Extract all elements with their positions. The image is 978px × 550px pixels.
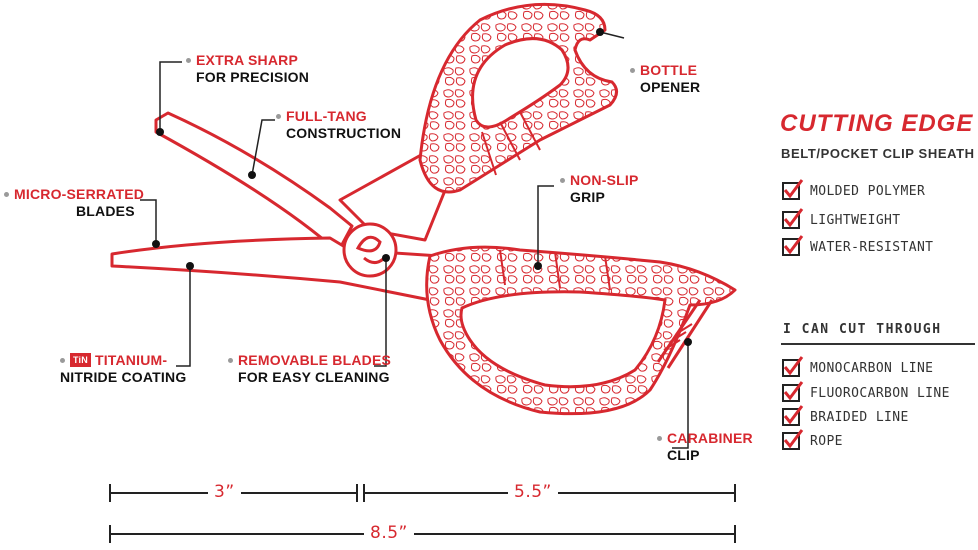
- callout-full-tang-title: FULL-TANG: [286, 108, 367, 124]
- sheath-title: CUTTING EDGE: [780, 110, 974, 137]
- callout-removable-text: FOR EASY CLEANING: [238, 369, 390, 385]
- upper-finger-hole: [471, 37, 570, 129]
- sheath-feature-label: WATER-RESISTANT: [810, 239, 934, 255]
- divider: [781, 343, 975, 345]
- bullet-dot: [630, 67, 635, 73]
- callout-bottle-text: OPENER: [640, 79, 701, 95]
- cut-through-title: I CAN CUT THROUGH: [783, 322, 942, 337]
- bullet-dot: [60, 357, 65, 363]
- checkbox-checked-icon: [782, 208, 804, 229]
- callout-extra-sharp: EXTRA SHARP FOR PRECISION: [186, 52, 309, 86]
- dimension-total-length: 8.5”: [364, 523, 414, 543]
- cut-item-label: FLUOROCARBON LINE: [810, 385, 950, 401]
- bullet-dot: [657, 435, 662, 441]
- callout-full-tang-text: CONSTRUCTION: [286, 125, 402, 141]
- checkbox-checked-icon: [782, 356, 804, 377]
- bullet-dot: [228, 357, 233, 363]
- sheath-subtitle: BELT/POCKET CLIP SHEATH: [781, 146, 975, 161]
- dimension-blade-length: 3”: [208, 482, 241, 502]
- callout-bottle-title: BOTTLE: [640, 62, 698, 78]
- sheath-feature: WATER-RESISTANT: [782, 235, 934, 256]
- dimension-handle-length: 5.5”: [508, 482, 558, 502]
- checkbox-checked-icon: [782, 405, 804, 426]
- callout-removable-blades: REMOVABLE BLADES FOR EASY CLEANING: [228, 352, 391, 386]
- cut-item: ROPE: [782, 429, 843, 450]
- callout-carabiner-title: CARABINER: [667, 430, 753, 446]
- checkbox-checked-icon: [782, 429, 804, 450]
- callout-non-slip: NON-SLIP GRIP: [560, 172, 639, 206]
- cut-item-label: MONOCARBON LINE: [810, 360, 934, 376]
- callout-micro-serrated-text: BLADES: [76, 203, 135, 219]
- cut-item: MONOCARBON LINE: [782, 356, 934, 377]
- cut-item-label: ROPE: [810, 433, 843, 449]
- sheath-feature: LIGHTWEIGHT: [782, 208, 901, 229]
- callout-micro-serrated: MICRO-SERRATED BLADES: [4, 186, 144, 220]
- checkbox-checked-icon: [782, 381, 804, 402]
- callout-titanium-title: TITANIUM-: [94, 352, 168, 368]
- bullet-dot: [560, 177, 565, 183]
- cut-item: FLUOROCARBON LINE: [782, 381, 950, 402]
- callout-removable-title: REMOVABLE BLADES: [238, 352, 392, 368]
- callout-micro-serrated-title: MICRO-SERRATED: [14, 186, 145, 202]
- cut-item: BRAIDED LINE: [782, 405, 909, 426]
- bullet-dot: [4, 191, 9, 197]
- lower-finger-hole: [459, 290, 667, 389]
- bullet-dot: [186, 57, 191, 63]
- callout-carabiner-text: CLIP: [667, 447, 700, 463]
- bullet-dot: [276, 113, 281, 119]
- callout-non-slip-text: GRIP: [570, 189, 606, 205]
- callout-titanium-text: NITRIDE COATING: [60, 369, 187, 385]
- sheath-feature-label: MOLDED POLYMER: [810, 183, 926, 199]
- callout-full-tang: FULL-TANG CONSTRUCTION: [276, 108, 401, 142]
- checkbox-checked-icon: [782, 235, 804, 256]
- callout-non-slip-title: NON-SLIP: [570, 172, 639, 188]
- cut-item-label: BRAIDED LINE: [810, 409, 909, 425]
- sheath-feature-label: LIGHTWEIGHT: [810, 212, 901, 228]
- callout-extra-sharp-title: EXTRA SHARP: [196, 52, 299, 68]
- callout-carabiner: CARABINER CLIP: [657, 430, 753, 464]
- callout-bottle-opener: BOTTLE OPENER: [630, 62, 700, 96]
- sheath-feature: MOLDED POLYMER: [782, 179, 926, 200]
- callout-extra-sharp-text: FOR PRECISION: [196, 69, 310, 85]
- checkbox-checked-icon: [782, 179, 804, 200]
- tin-badge: TiN: [70, 353, 91, 368]
